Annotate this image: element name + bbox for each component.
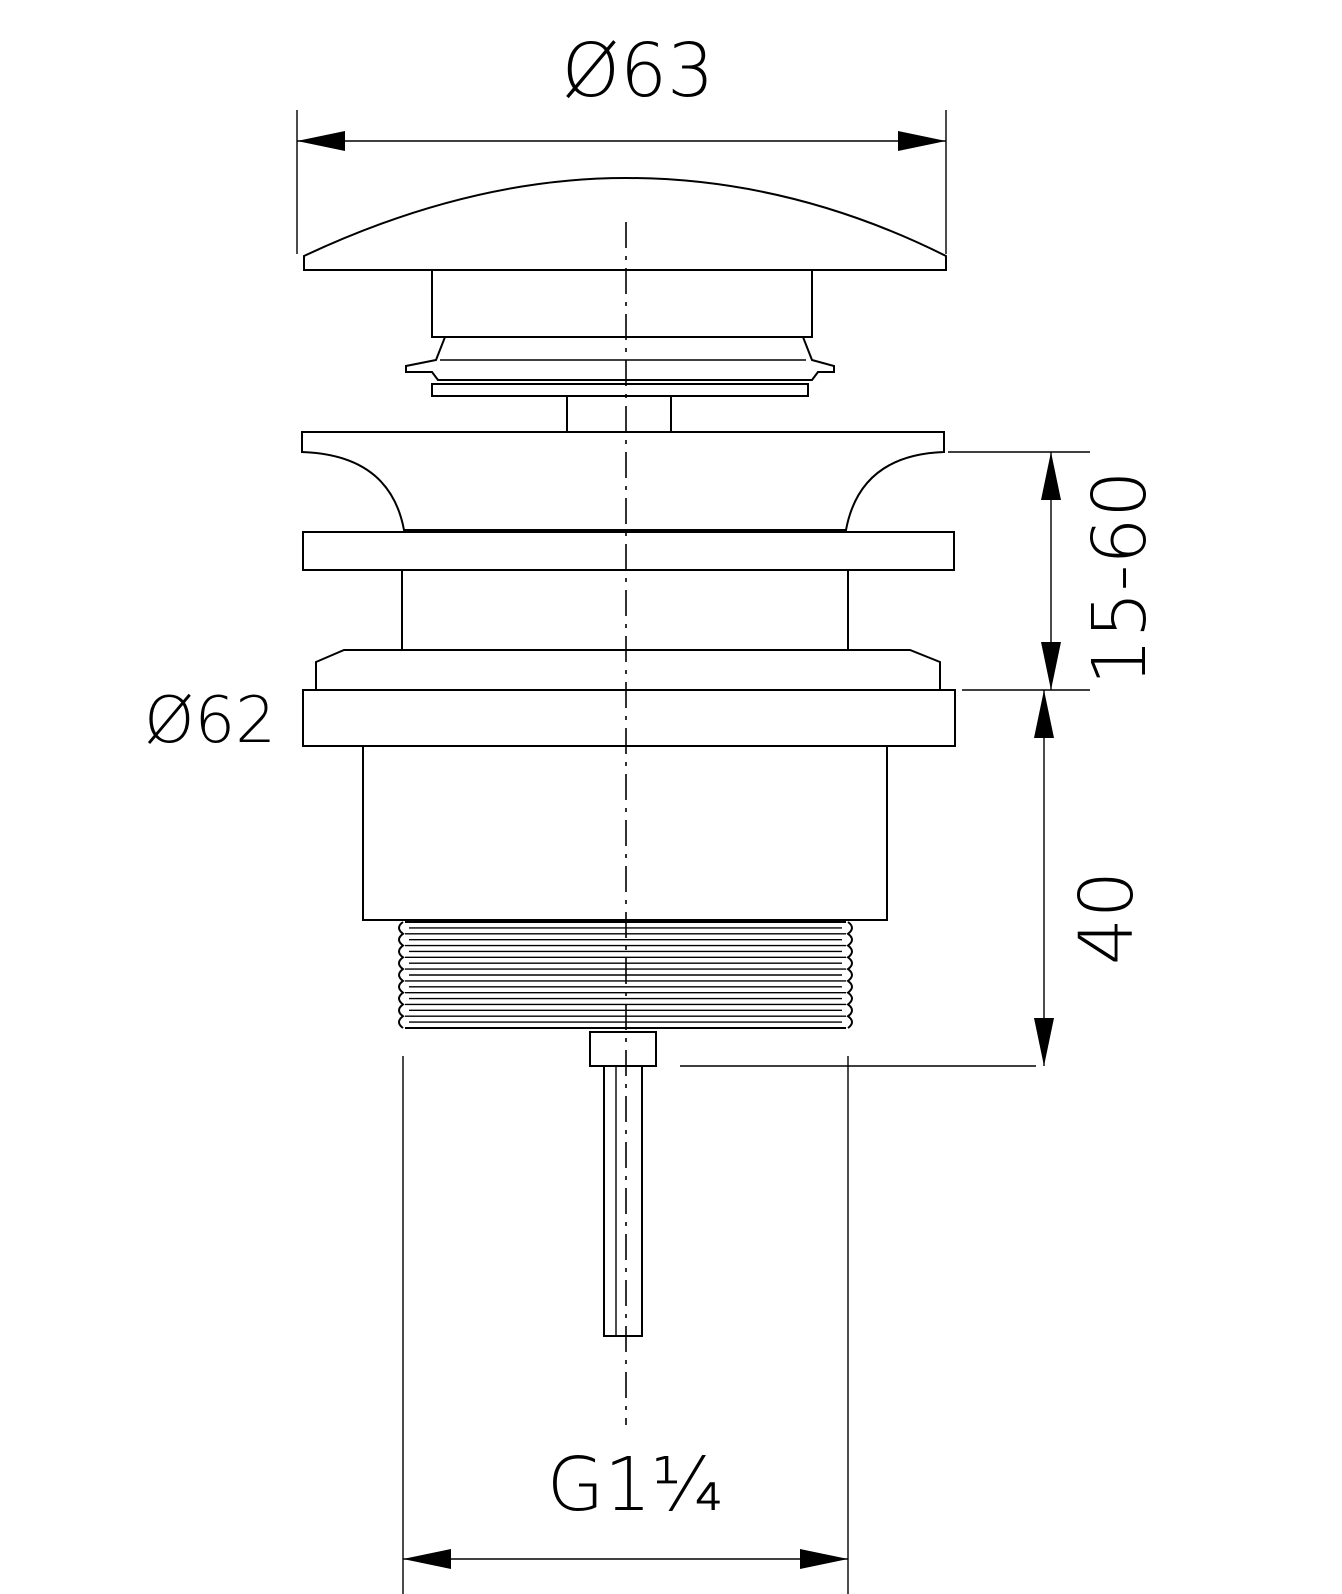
dim-63-arrow-left [297,131,345,151]
basin-top-flange [301,431,945,531]
dim-40-arrow-top [1034,690,1054,738]
cap-neck [431,269,813,338]
thread-section [398,921,853,1029]
dim-1560-arrow-top [1041,452,1061,500]
dim-40-arrow-bottom [1034,1018,1054,1066]
washer-plate [431,383,809,397]
upper-body [401,569,849,651]
tail-rod [603,1065,643,1337]
dim-thread-arrow-left [403,1549,451,1569]
dim-top-diameter-label: Ø63 [562,28,714,114]
dim-63-arrow-right [898,131,946,151]
thread-profile-right [846,921,853,1029]
dim-thread-arrow-right [800,1549,848,1569]
cap-dome [303,176,947,271]
dim-1560-arrow-bottom [1041,642,1061,690]
dim-adjust-range-label: 15-60 [1077,470,1163,685]
seal-clip [405,336,835,381]
tail-nut [589,1031,657,1067]
dim-body-height-label: 40 [1064,871,1150,965]
chamfer-ring [315,649,941,691]
thread-profile-left [398,921,405,1029]
dim-flange-diameter-label: Ø62 [144,684,276,758]
dim-thread-size-label: G1¼ [547,1442,723,1528]
cap-stem [566,395,672,433]
lower-flange [302,689,956,747]
main-body [362,745,888,921]
upper-ring [302,531,955,571]
